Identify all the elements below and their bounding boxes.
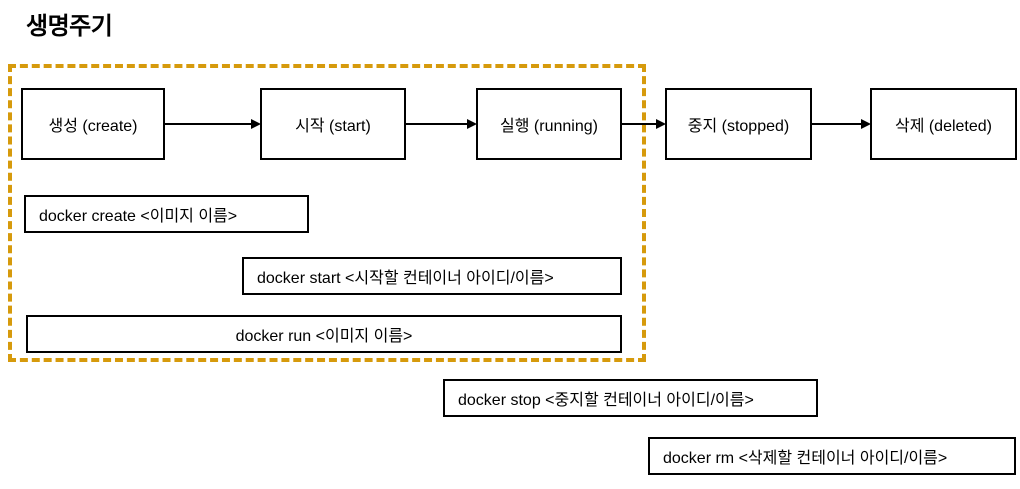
state-label-running: 실행 (running) (500, 118, 598, 135)
state-box-start[interactable]: 시작 (start) (260, 88, 406, 160)
command-text-docker-create: docker create <이미지 이름> (39, 208, 238, 225)
state-label-stopped: 중지 (stopped) (687, 118, 790, 135)
lifecycle-group-region (8, 64, 646, 362)
command-box-docker-start[interactable]: docker start <시작할 컨테이너 아이디/이름> (242, 257, 622, 295)
state-label-create: 생성 (create) (48, 118, 138, 135)
command-text-docker-run: docker run <이미지 이름> (235, 328, 413, 345)
arrow-create-to-start (165, 118, 261, 130)
page-title: 생명주기 (26, 13, 113, 40)
command-box-docker-run[interactable]: docker run <이미지 이름> (26, 315, 622, 353)
state-label-start: 시작 (start) (295, 118, 371, 135)
arrow-start-to-running (406, 118, 477, 130)
state-label-deleted: 삭제 (deleted) (894, 118, 993, 135)
state-box-running[interactable]: 실행 (running) (476, 88, 622, 160)
command-text-docker-rm: docker rm <삭제할 컨테이너 아이디/이름> (663, 450, 948, 467)
arrow-running-to-stopped (622, 118, 666, 130)
state-box-stopped[interactable]: 중지 (stopped) (665, 88, 812, 160)
command-box-docker-create[interactable]: docker create <이미지 이름> (24, 195, 309, 233)
command-text-docker-stop: docker stop <중지할 컨테이너 아이디/이름> (458, 392, 754, 409)
state-box-create[interactable]: 생성 (create) (21, 88, 165, 160)
command-text-docker-start: docker start <시작할 컨테이너 아이디/이름> (257, 270, 554, 287)
arrow-stopped-to-deleted (812, 118, 871, 130)
command-box-docker-rm[interactable]: docker rm <삭제할 컨테이너 아이디/이름> (648, 437, 1016, 475)
state-box-deleted[interactable]: 삭제 (deleted) (870, 88, 1017, 160)
command-box-docker-stop[interactable]: docker stop <중지할 컨테이너 아이디/이름> (443, 379, 818, 417)
